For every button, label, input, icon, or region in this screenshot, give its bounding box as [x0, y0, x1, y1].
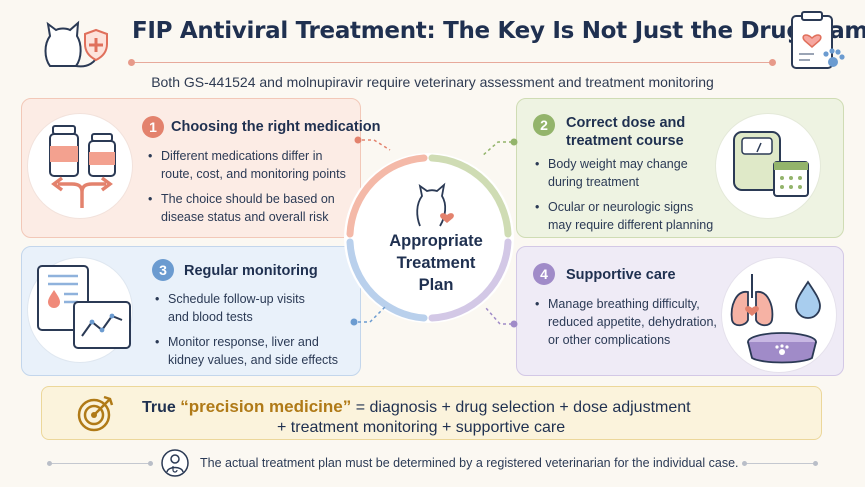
card-3-title: Regular monitoring: [184, 263, 318, 279]
scale-and-calendar-icon: [733, 131, 809, 197]
step-number-4: 4: [533, 263, 555, 285]
cat-with-medical-shield-icon: [44, 20, 108, 68]
step-number-1: 1: [142, 116, 164, 138]
footer-disclaimer: The actual treatment plan must be determ…: [200, 456, 739, 470]
card-4-bullet-1: Manage breathing difficulty,reduced appe…: [535, 295, 717, 349]
lungs-water-drop-food-bowl-icon: [730, 274, 821, 364]
card-1-title: Choosing the right medication: [171, 119, 381, 135]
precision-medicine-banner: [41, 386, 822, 440]
page-title: FIP Antiviral Treatment: The Key Is Not …: [132, 18, 865, 44]
precision-medicine-highlight: “precision medicine”: [180, 397, 352, 416]
footer-rule-left: [47, 461, 153, 466]
card-4-bullets: Manage breathing difficulty,reduced appe…: [535, 295, 717, 356]
medicine-bottles-icon: [49, 125, 116, 208]
footer-rule-right: [742, 461, 818, 466]
title-divider: [128, 59, 776, 66]
target-icon: [77, 395, 114, 432]
center-label: Appropriate Treatment Plan: [389, 232, 483, 294]
formula-line-2: + treatment monitoring + supportive care: [277, 419, 566, 436]
subtitle: Both GS-441524 and molnupiravir require …: [151, 74, 714, 90]
center-treatment-ring: [344, 153, 514, 323]
connector-lines: [350, 136, 518, 328]
step-number-2: 2: [533, 114, 555, 136]
lab-report-and-chart-icon: [37, 265, 131, 349]
clipboard-with-heart-and-paw-icon: [791, 11, 845, 69]
veterinarian-icon: [161, 449, 189, 477]
formula-line-1: True “precision medicine” = diagnosis + …: [142, 397, 691, 416]
card-4-title: Supportive care: [566, 267, 676, 283]
step-number-3: 3: [152, 259, 174, 281]
